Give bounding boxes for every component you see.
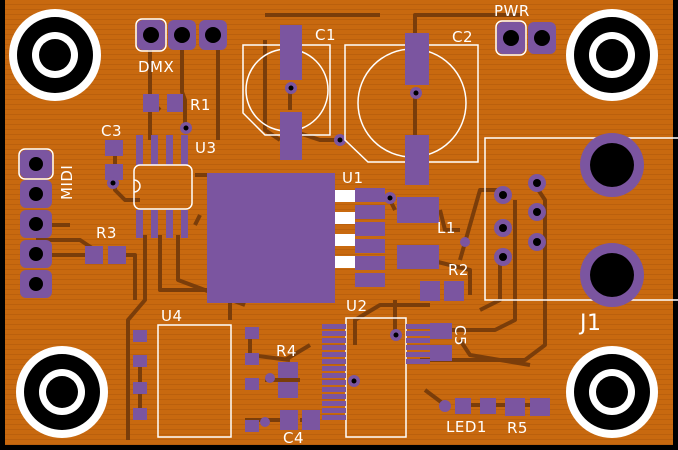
mounting-hole-top-left: [9, 9, 101, 101]
u3-ic: [133, 135, 193, 238]
label-r3: R3: [96, 224, 117, 242]
mounting-hole-bottom-right: [566, 346, 658, 438]
c1-capacitor: [242, 25, 346, 160]
c4-capacitor: [260, 410, 320, 430]
c2-capacitor: [344, 33, 479, 185]
label-u4: U4: [161, 307, 183, 325]
label-dmx: DMX: [138, 58, 174, 76]
label-l1: L1: [437, 219, 456, 237]
mounting-hole-bottom-left: [16, 346, 108, 438]
traces: [36, 13, 550, 440]
r2-resistor: [420, 281, 464, 301]
label-c1: C1: [315, 26, 336, 44]
r4-resistor: [265, 362, 298, 398]
pwr-connector: [495, 20, 556, 56]
label-c4: C4: [283, 429, 304, 447]
u2-ic: [322, 317, 430, 438]
label-led1: LED1: [446, 418, 487, 436]
j1-connector: [484, 133, 678, 307]
mounting-hole-top-right: [566, 9, 658, 101]
label-c5: C5: [451, 325, 469, 346]
label-u3: U3: [195, 139, 217, 157]
label-r5: R5: [507, 419, 528, 437]
label-r1: R1: [190, 96, 211, 114]
midi-connector: [18, 148, 54, 298]
u1-regulator: [207, 173, 396, 303]
label-r2: R2: [448, 261, 469, 279]
label-j1: J1: [578, 311, 602, 336]
dmx-connector: [135, 18, 227, 52]
c3-capacitor: [105, 140, 123, 189]
label-c3: C3: [101, 122, 122, 140]
label-midi: MIDI: [58, 165, 76, 200]
l1-inductor: [397, 197, 470, 269]
label-u2: U2: [346, 297, 368, 315]
r5-resistor: [505, 398, 550, 416]
label-c2: C2: [452, 28, 473, 46]
r3-resistor: [85, 246, 126, 264]
u4-ic: [133, 324, 259, 438]
c5-capacitor: [430, 323, 452, 361]
label-u1: U1: [342, 169, 364, 187]
board-edge: [0, 0, 5, 450]
led1: [439, 398, 496, 414]
label-pwr: PWR: [494, 2, 530, 20]
label-r4: R4: [276, 342, 297, 360]
r1-resistor: [143, 94, 192, 134]
